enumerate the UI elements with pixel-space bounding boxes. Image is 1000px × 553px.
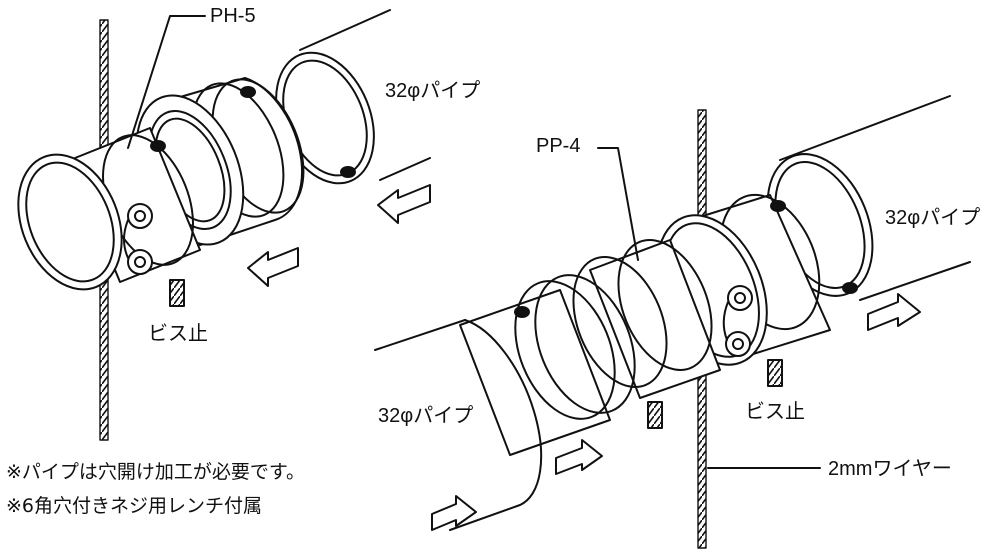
arrow-right-2-icon [555,439,603,475]
note-line-1: ※パイプは穴開け加工が必要です。 [6,461,305,483]
ph5-label: PH-5 [210,5,256,27]
pipe-right-label: 32φパイプ [885,207,980,229]
note-line-2: ※6角穴付きネジ用レンチ付属 [6,495,262,517]
ph5-end-cap [17,153,123,291]
arrow-right-1-icon [867,293,921,331]
pp4-leader-line [597,147,639,261]
screw-right-label: ビス止 [745,400,805,423]
pipe-bottom [374,319,543,531]
ph5-leader-line [127,15,206,149]
wire-label: 2mmワイヤー [828,458,952,480]
pipe-bottom-label: 32φパイプ [378,405,473,427]
pp4-label: PP-4 [536,135,580,157]
screw-middle-icon [647,401,663,429]
arrow-left-1-icon [377,184,431,224]
screw-right-icon [767,359,783,387]
screw-left-icon [169,279,185,307]
arrow-left-2-icon [247,247,299,287]
pp4-middle-body [572,239,721,399]
pp4-clamp-bolts [722,285,753,357]
ph5-clamp-bolts [123,203,153,275]
screw-left-label: ビス止 [148,322,208,345]
pipe-top-label: 32φパイプ [385,80,480,102]
pp4-left-sleeve [459,274,636,456]
arrow-right-3-icon [431,495,477,531]
